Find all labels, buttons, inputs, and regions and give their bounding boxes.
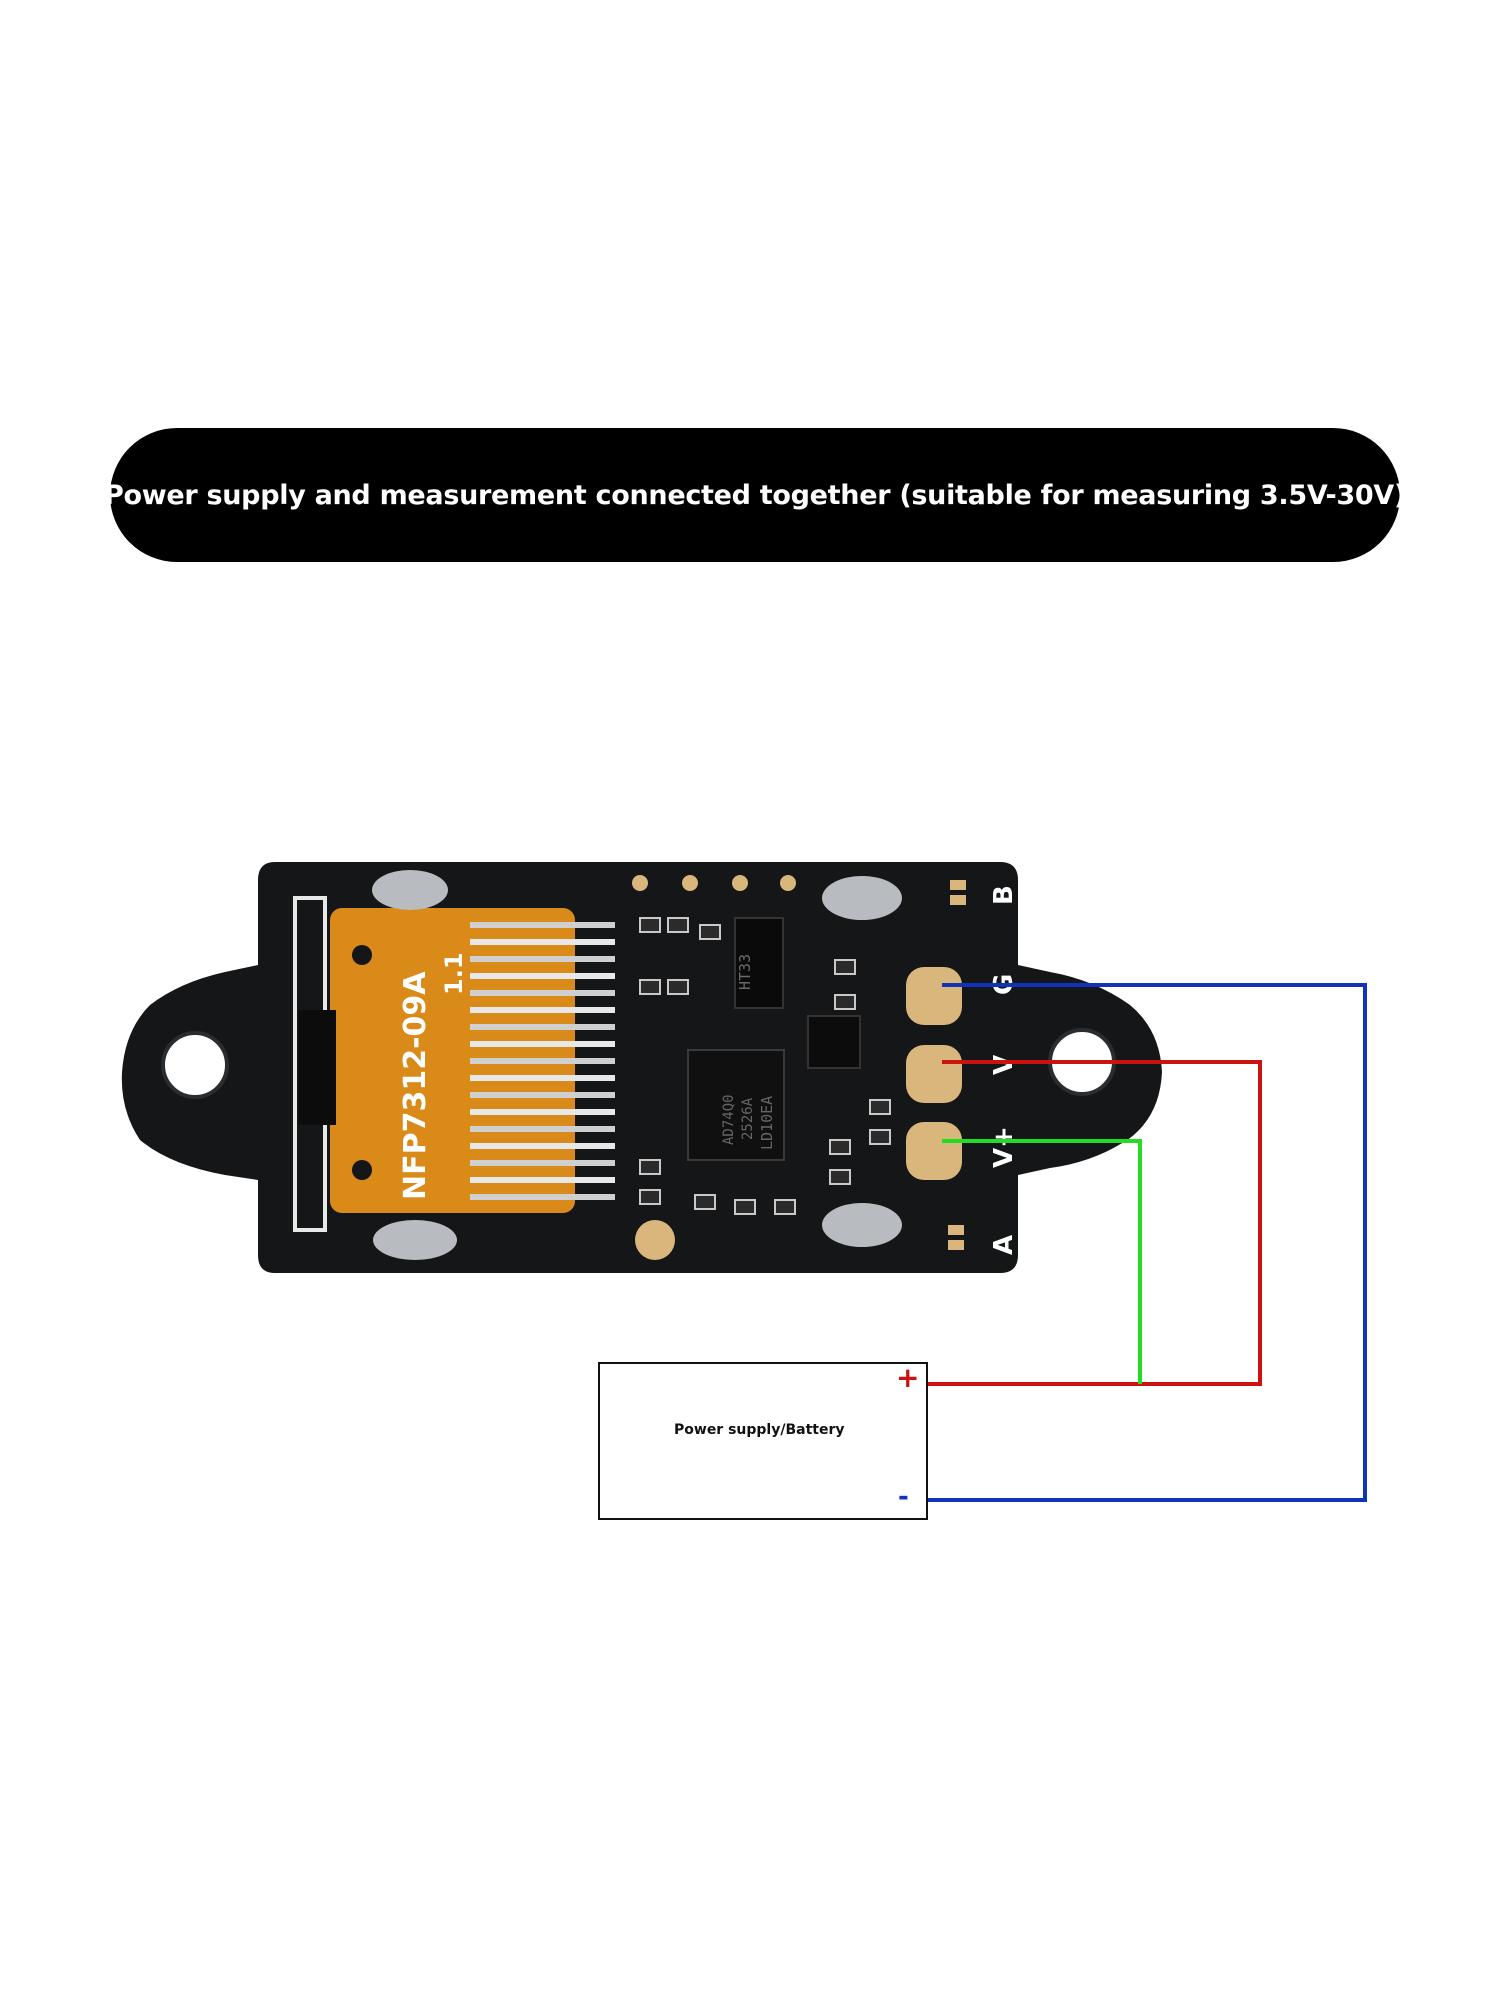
pad-a-2 xyxy=(948,1240,964,1250)
main-ic-label-2: 2526A xyxy=(740,1097,756,1140)
smd-component xyxy=(639,1159,661,1175)
solder-blob-top-right xyxy=(822,876,902,920)
smd-component xyxy=(639,917,661,933)
pin-label: B xyxy=(989,885,1019,905)
pin-label: V xyxy=(989,1055,1019,1075)
title-banner: Power supply and measurement connected t… xyxy=(104,428,1406,562)
power-supply-plus: + xyxy=(896,1361,920,1394)
smd-component xyxy=(667,917,689,933)
banner-title: Power supply and measurement connected t… xyxy=(103,479,1407,511)
mounting-hole-left xyxy=(161,1031,229,1099)
smd-component xyxy=(774,1199,796,1215)
fpc-label: NFP7312-09A xyxy=(398,971,433,1200)
pad-g xyxy=(906,967,962,1025)
test-pads xyxy=(632,875,796,891)
test-pad xyxy=(632,875,648,891)
smd-component xyxy=(699,924,721,940)
smd-component xyxy=(734,1199,756,1215)
fpc-connector xyxy=(298,1010,336,1125)
pcb-board: NFP7312-09A 1.1 HT33 LD10EA 2526A AD74Q0… xyxy=(121,862,1162,1273)
regulator-chip xyxy=(734,917,784,1009)
pad-b-2 xyxy=(950,895,966,905)
test-pad xyxy=(682,875,698,891)
fpc-revision: 1.1 xyxy=(440,952,468,995)
smd-component xyxy=(834,994,856,1010)
solder-blob-bottom-left xyxy=(373,1220,457,1260)
wire-voltage xyxy=(928,1060,1262,1386)
smd-component xyxy=(639,979,661,995)
pin-label: V+ xyxy=(989,1126,1019,1168)
pad-b xyxy=(950,880,966,890)
power-supply-box xyxy=(598,1362,928,1520)
main-ic-label-1: LD10EA xyxy=(758,1096,776,1150)
smd-component xyxy=(694,1194,716,1210)
main-ic xyxy=(687,1049,785,1161)
pad-v xyxy=(906,1045,962,1103)
buzzer-pad xyxy=(635,1220,675,1260)
small-ic xyxy=(807,1015,861,1069)
test-pad xyxy=(780,875,796,891)
wire-ground xyxy=(928,983,1367,1502)
pad-vplus xyxy=(906,1122,962,1180)
smd-component xyxy=(667,979,689,995)
fpc-flex xyxy=(330,908,575,1213)
smd-parts xyxy=(639,917,891,1215)
regulator-label: HT33 xyxy=(736,954,754,990)
solder-blob-top-left xyxy=(372,870,448,910)
smd-component xyxy=(639,1189,661,1205)
main-ic-label-3: AD74Q0 xyxy=(721,1094,737,1145)
smd-component xyxy=(869,1099,891,1115)
solder-blob-bottom-right xyxy=(822,1203,902,1247)
power-supply-label: Power supply/Battery xyxy=(674,1422,845,1438)
pad-a xyxy=(948,1225,964,1235)
smd-component xyxy=(829,1139,851,1155)
smd-component xyxy=(834,959,856,975)
power-supply-minus: - xyxy=(898,1482,909,1512)
smd-component xyxy=(829,1169,851,1185)
fpc-traces xyxy=(470,922,615,1200)
test-pad xyxy=(732,875,748,891)
smd-component xyxy=(869,1129,891,1145)
fpc-hole-bottom xyxy=(352,1160,372,1180)
fpc-hole-top xyxy=(352,945,372,965)
pin-label: A xyxy=(989,1235,1019,1255)
wire-vplus xyxy=(942,1139,1142,1384)
